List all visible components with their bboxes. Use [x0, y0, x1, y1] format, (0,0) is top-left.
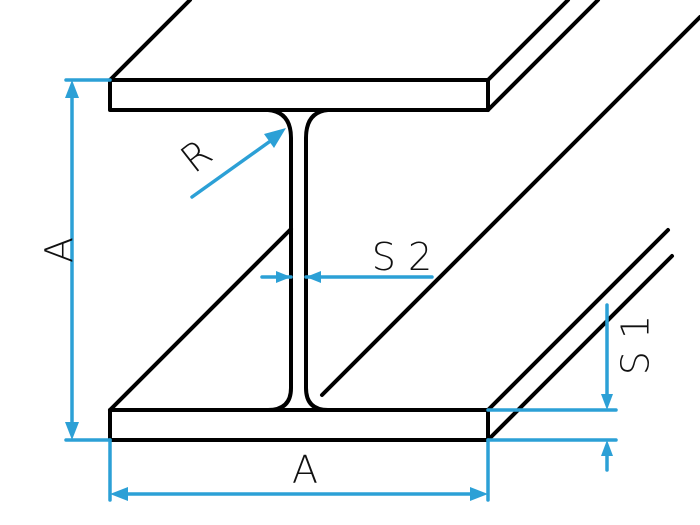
arrowhead-right: [470, 487, 488, 501]
top-flange-top-edge-right: [486, 0, 570, 82]
arrowhead-radius: [264, 128, 286, 148]
dimension-height-a: [64, 78, 112, 442]
web-edge-right: [320, 15, 700, 397]
top-flange-front: [108, 78, 490, 112]
label-width: A: [292, 448, 318, 492]
label-radius: R: [173, 131, 221, 182]
bottom-flange-front: [108, 408, 490, 442]
arrowhead-web-left: [276, 271, 291, 283]
label-flange-thickness: S 1: [614, 315, 658, 375]
label-web-thickness: S 2: [372, 235, 432, 279]
arrowhead-web-right: [306, 271, 321, 283]
bottom-flange-top-edge: [486, 228, 670, 412]
label-height: A: [38, 237, 82, 263]
top-flange-bottom-edge-right: [486, 0, 600, 112]
beam-outline: [108, 0, 700, 442]
arrowhead-down: [65, 422, 79, 440]
dimension-web-thickness: [260, 271, 434, 283]
dimension-flange-thickness: [486, 303, 618, 472]
arrowhead-flange-bottom: [601, 440, 613, 456]
arrowhead-up: [65, 80, 79, 98]
arrowhead-left: [110, 487, 128, 501]
dimension-radius-r: [190, 128, 286, 199]
web-right-profile: [304, 108, 352, 412]
top-flange-top-edge-left: [108, 0, 192, 82]
arrowhead-flange-top: [601, 394, 613, 410]
dimension-width-a: [108, 438, 490, 502]
web-edge-left: [108, 227, 293, 412]
